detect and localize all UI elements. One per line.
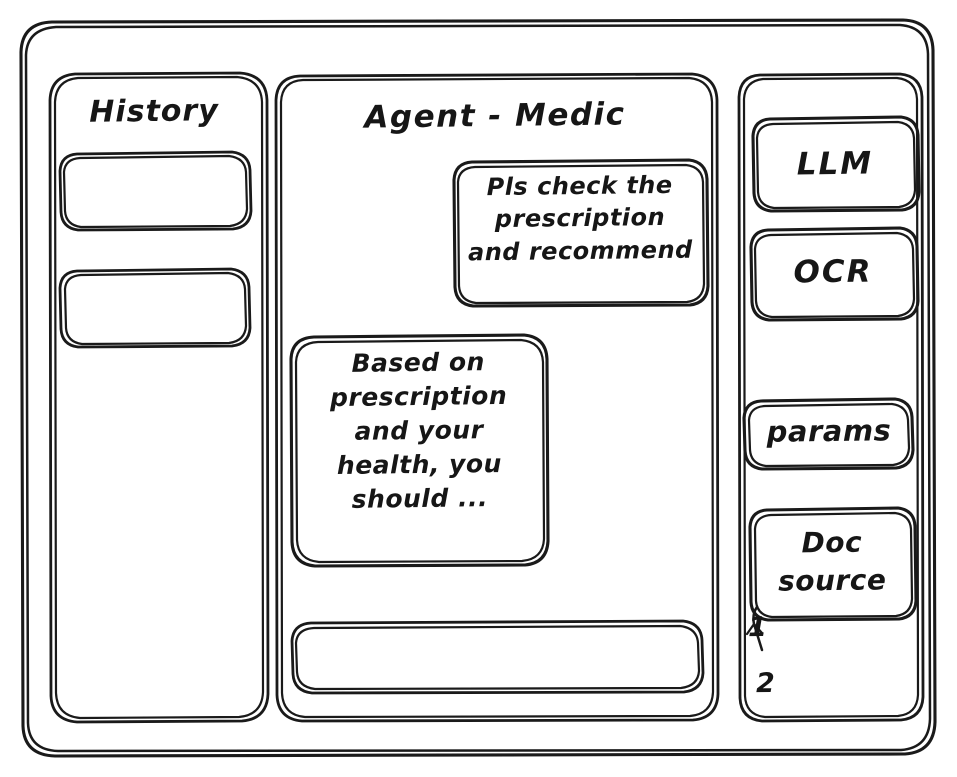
params-button[interactable]: [744, 399, 913, 469]
history-item-2[interactable]: [60, 269, 250, 347]
doc-source-box-outline: [748, 506, 918, 622]
doc-source-box[interactable]: [750, 508, 916, 620]
history-item-2-outline: [58, 267, 252, 349]
llm-button[interactable]: [753, 117, 919, 211]
params-button-outline: [742, 397, 915, 471]
message-input[interactable]: [292, 621, 703, 693]
ocr-button[interactable]: [751, 228, 918, 320]
agent-message-bubble-outline: [289, 333, 550, 568]
llm-button-outline: [751, 115, 921, 213]
user-message-bubble: [454, 160, 708, 306]
history-item-1[interactable]: [60, 152, 251, 230]
doc-source-item-2[interactable]: 2: [755, 667, 776, 700]
page-title: Agent - Medic: [364, 96, 626, 136]
ocr-button-outline: [749, 226, 920, 322]
user-message-bubble-outline: [452, 158, 710, 308]
history-panel-outline: [48, 71, 270, 724]
main-panel-outline: [274, 72, 720, 723]
history-panel-title: History: [89, 93, 219, 130]
tools-panel-outline: [737, 72, 925, 723]
window-frame-outline: [19, 18, 937, 758]
doc-source-connector: [745, 605, 764, 652]
agent-message-bubble: [291, 335, 548, 566]
message-input-outline: [290, 619, 705, 695]
history-item-1-outline: [58, 150, 253, 232]
